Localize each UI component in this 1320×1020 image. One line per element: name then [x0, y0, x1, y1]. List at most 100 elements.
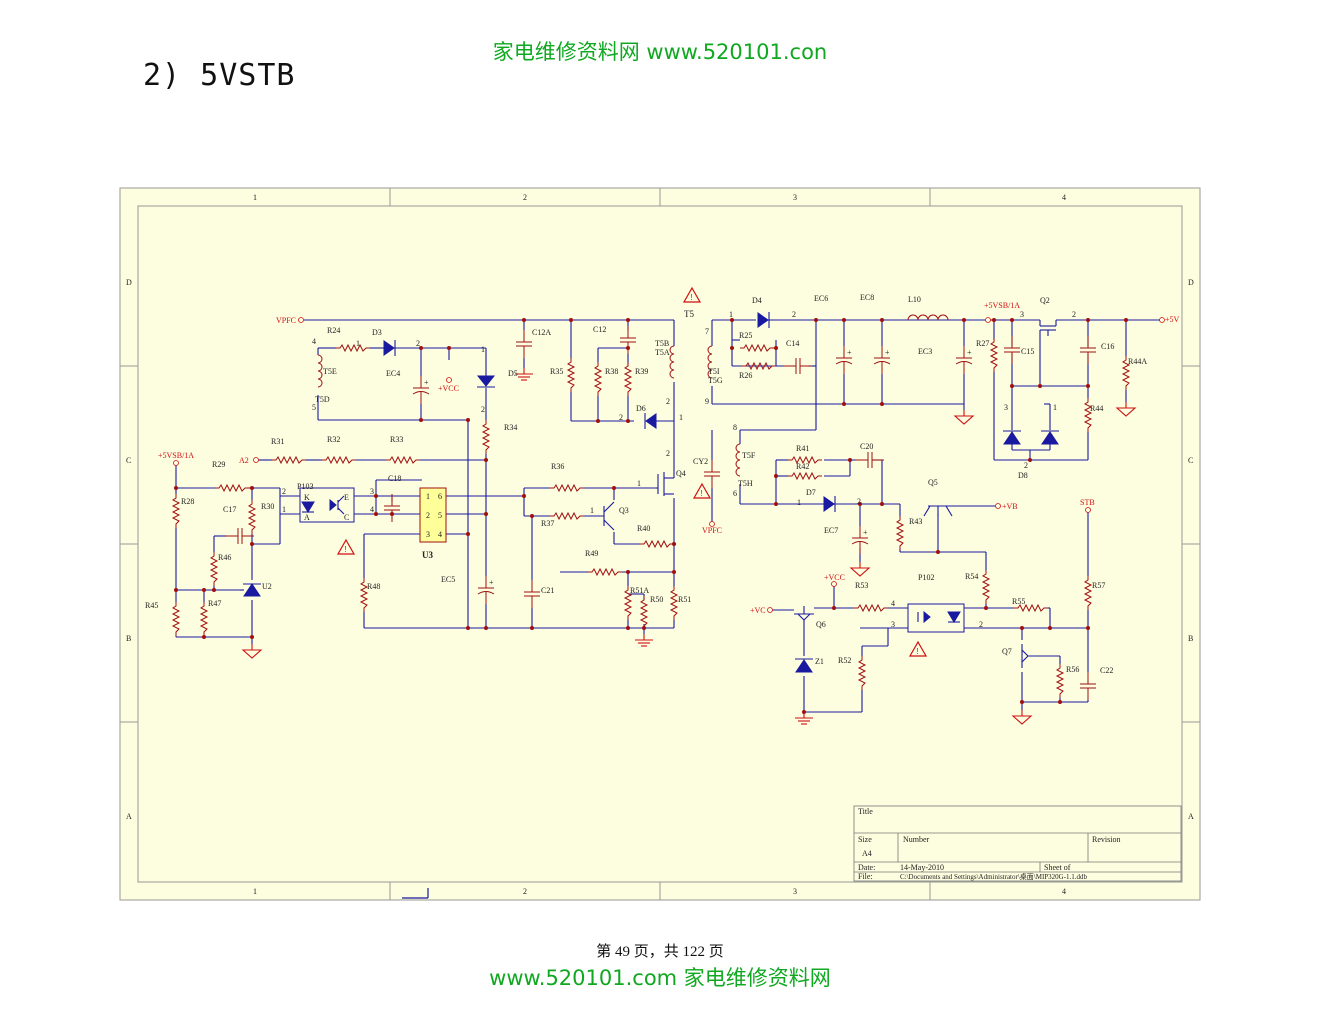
u3-pin-4: 4	[438, 530, 442, 539]
frame-col-2-bottom: 2	[523, 887, 527, 896]
optocoupler-P103	[299, 487, 355, 523]
net-label-5v: +5V	[1165, 315, 1180, 324]
label-R44A: R44A	[1128, 357, 1147, 366]
ic-U3	[419, 487, 447, 543]
label-R34: R34	[504, 423, 517, 432]
label-R51: R51	[678, 595, 691, 604]
label-C14: C14	[786, 339, 799, 348]
label-R29: R29	[212, 460, 225, 469]
u3-pin-1: 1	[426, 492, 430, 501]
frame-col-3-top: 3	[793, 193, 797, 202]
inductor-L10	[907, 314, 949, 321]
frame-col-3-bottom: 3	[793, 887, 797, 896]
label-R50: R50	[650, 595, 663, 604]
label-P103: P103	[297, 482, 313, 491]
pin-number: 2	[666, 449, 670, 458]
transistor-Q6	[794, 606, 814, 621]
pin-number: 2	[282, 487, 286, 496]
p103-pin-K: K	[304, 493, 310, 502]
label-R45: R45	[145, 601, 158, 610]
label-U3: U3	[422, 550, 433, 560]
label-R47: R47	[208, 599, 221, 608]
transistor-Q7	[1021, 644, 1029, 668]
label-D3: D3	[372, 328, 382, 337]
diode-D8-a	[1003, 430, 1021, 445]
mosfet-Q4	[656, 472, 674, 496]
frame-col-4-bottom: 4	[1062, 887, 1066, 896]
label-R32: R32	[327, 435, 340, 444]
label-EC6: EC6	[814, 294, 828, 303]
label-R44: R44	[1090, 404, 1103, 413]
label-R55: R55	[1012, 597, 1025, 606]
label-EC7: EC7	[824, 526, 838, 535]
pin-number: 2	[792, 310, 796, 319]
frame-row-D-left: D	[126, 278, 132, 287]
label-R48: R48	[367, 582, 380, 591]
u3-pin-5: 5	[438, 511, 442, 520]
diode-D6	[644, 413, 657, 429]
frame-col-2-top: 2	[523, 193, 527, 202]
label-EC5: EC5	[441, 575, 455, 584]
pin-number: 1	[356, 339, 360, 348]
pin-number: 2	[666, 397, 670, 406]
frame-row-D-right: D	[1188, 278, 1194, 287]
label-R42: R42	[796, 462, 809, 471]
label-R35: R35	[550, 367, 563, 376]
pin-number: 6	[733, 489, 737, 498]
pin-number: 1	[797, 498, 801, 507]
pin-number: 1	[1053, 403, 1057, 412]
pin-number: 9	[705, 397, 709, 406]
label-EC4: EC4	[386, 369, 400, 378]
p103-pin-E: E	[344, 493, 349, 502]
p103-pin-C: C	[344, 513, 349, 522]
diode-D4	[757, 312, 770, 328]
frame-row-B-left: B	[126, 634, 131, 643]
label-EC8: EC8	[860, 293, 874, 302]
u3-pin-2: 2	[426, 511, 430, 520]
label-R53: R53	[855, 581, 868, 590]
label-Q7: Q7	[1002, 647, 1012, 656]
diode-D5	[476, 375, 496, 388]
label-C17: C17	[223, 505, 236, 514]
pin-number: 3	[370, 487, 374, 496]
net-label-vcc-a: +VCC	[438, 384, 459, 393]
pin-number: 2	[979, 620, 983, 629]
label-C15: C15	[1021, 347, 1034, 356]
watermark-bottom: www.520101.com 家电维修资料网	[489, 966, 831, 990]
net-label-5vsb-right: +5VSB/1A	[984, 301, 1020, 310]
label-T5F: T5F	[742, 451, 756, 460]
label-Q3: Q3	[619, 506, 629, 515]
transistor-Q3	[603, 501, 615, 531]
label-R31: R31	[271, 437, 284, 446]
label-CY2: CY2	[693, 457, 708, 466]
label-R49: R49	[585, 549, 598, 558]
frame-col-4-top: 4	[1062, 193, 1066, 202]
label-R51A: R51A	[630, 586, 649, 595]
label-C12A: C12A	[532, 328, 551, 337]
frame-row-A-right: A	[1188, 812, 1194, 821]
label-R25: R25	[739, 331, 752, 340]
label-C22: C22	[1100, 666, 1113, 675]
pin-number: 5	[312, 403, 316, 412]
label-R27: R27	[976, 339, 989, 348]
watermark-top: 家电维修资料网 www.520101.con	[492, 40, 828, 64]
label-R39: R39	[635, 367, 648, 376]
label-R30: R30	[261, 502, 274, 511]
title-block-date-value: 14-May-2010	[900, 863, 944, 872]
title-block-size-value: A4	[862, 849, 872, 858]
label-U2: U2	[262, 582, 272, 591]
title-block-number-label: Number	[903, 835, 930, 844]
pin-number: 2	[481, 405, 485, 414]
label-R40: R40	[637, 524, 650, 533]
label-T5A: T5A	[655, 348, 670, 357]
label-Q2: Q2	[1040, 296, 1050, 305]
title-block-sheet-label: Sheet of	[1044, 863, 1071, 872]
pin-number: 1	[481, 345, 485, 354]
label-T5D: T5D	[315, 395, 330, 404]
pin-number: 1	[282, 505, 286, 514]
label-C18: C18	[388, 474, 401, 483]
net-label-5vsb-left: +5VSB/1A	[158, 451, 194, 460]
title-block-file-value: C:\Documents and Settings\Administrator\…	[900, 872, 1088, 881]
label-R38: R38	[605, 367, 618, 376]
